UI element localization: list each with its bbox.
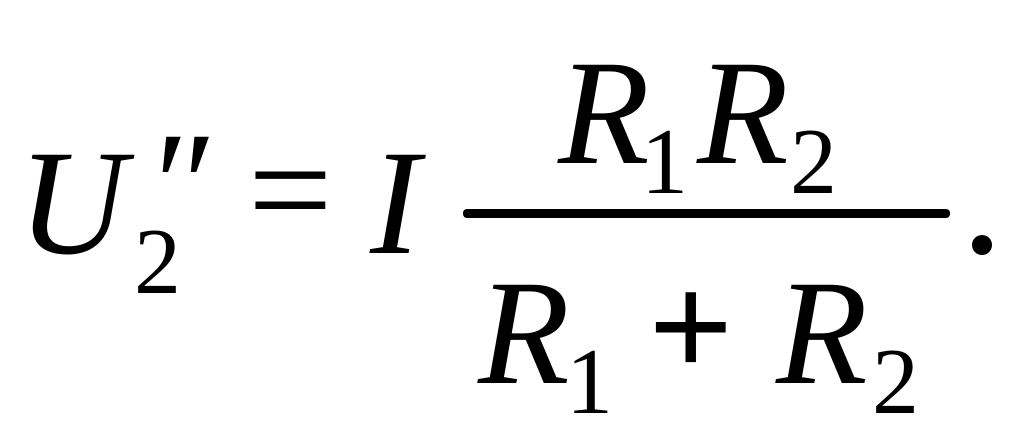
fraction-bar <box>463 209 950 218</box>
numerator-r2: R <box>697 30 789 196</box>
lhs-double-prime: ″ <box>145 102 208 268</box>
denominator-r1-subscript: 1 <box>566 330 613 434</box>
numerator-r2-subscript: 2 <box>790 110 837 214</box>
numerator-r1-subscript: 1 <box>641 110 688 214</box>
denominator-r2: R <box>776 250 868 416</box>
lhs-variable: U <box>18 120 127 286</box>
plus-sign: + <box>648 244 734 410</box>
lhs-subscript: 2 <box>134 210 181 314</box>
denominator-r1: R <box>478 250 570 416</box>
current-variable: I <box>370 120 420 286</box>
terminating-period <box>972 235 992 255</box>
numerator-r1: R <box>558 30 650 196</box>
equals-sign: = <box>248 107 333 273</box>
terminating-period-text: . <box>972 235 992 255</box>
denominator-r2-subscript: 2 <box>872 330 919 434</box>
